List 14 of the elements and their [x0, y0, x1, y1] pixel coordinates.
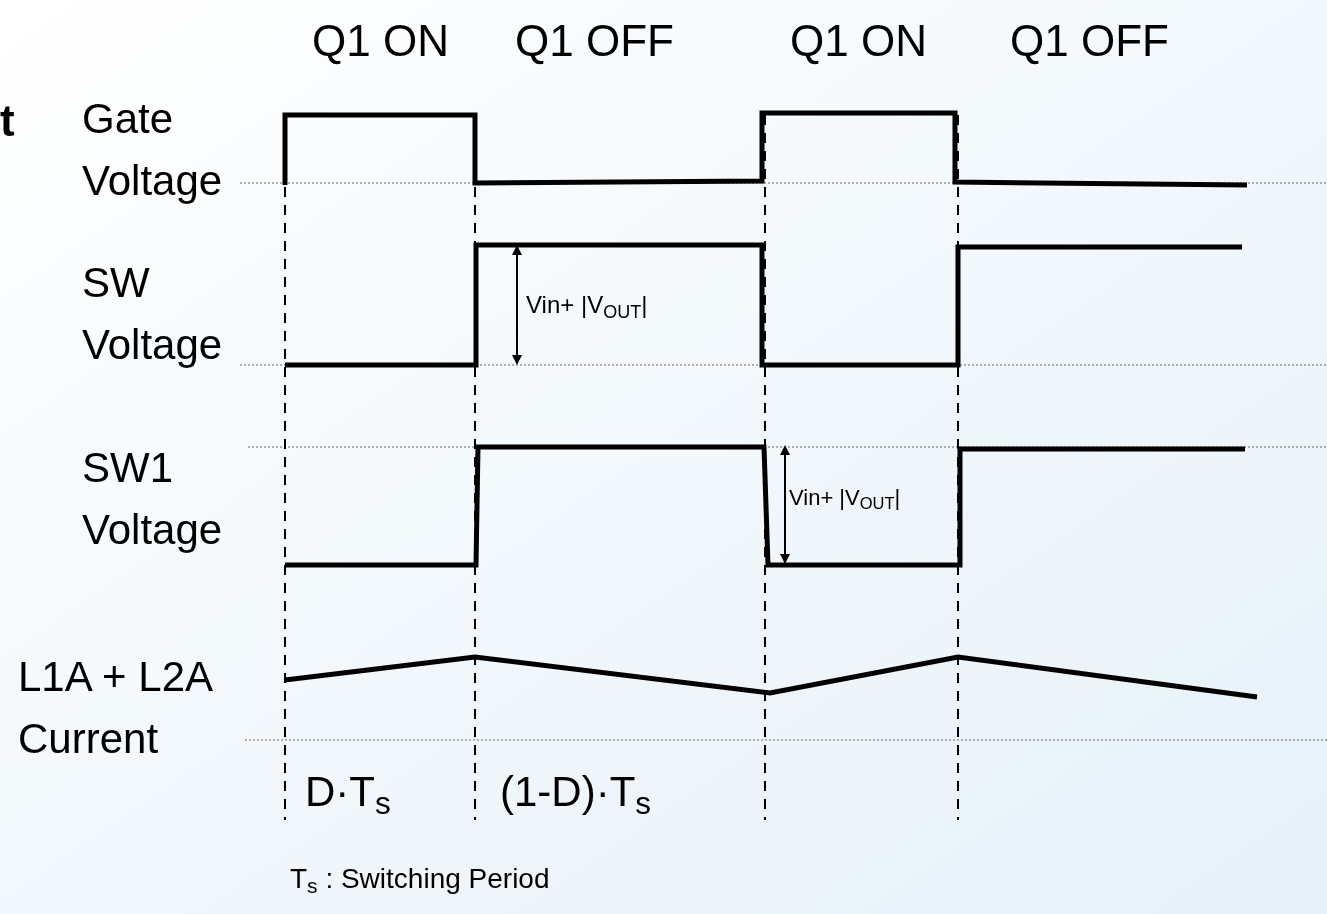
- heading-fragment: t: [0, 95, 15, 147]
- voltage-label: Vin+ |V$_{OUT}$|: [526, 290, 648, 323]
- interval-label: (1-D)·T$_{s}$: [500, 767, 652, 823]
- phase-label: Q1 ON: [790, 15, 927, 67]
- phase-label: Q1 ON: [312, 15, 449, 67]
- phase-label: Q1 OFF: [1010, 15, 1169, 67]
- signal-label: L1A + L2A Current: [18, 652, 213, 764]
- phase-label: Q1 OFF: [515, 15, 674, 67]
- signal-label: SW Voltage: [82, 258, 224, 370]
- voltage-label: Vin+ |V$_{OUT}$|: [789, 484, 901, 514]
- note-text: T$_{s}$ : Switching Period: [290, 862, 550, 900]
- signal-label: SW1 Voltage: [82, 443, 224, 555]
- interval-label: D·T$_{s}$: [305, 767, 391, 823]
- signal-label: Gate Voltage: [82, 94, 224, 206]
